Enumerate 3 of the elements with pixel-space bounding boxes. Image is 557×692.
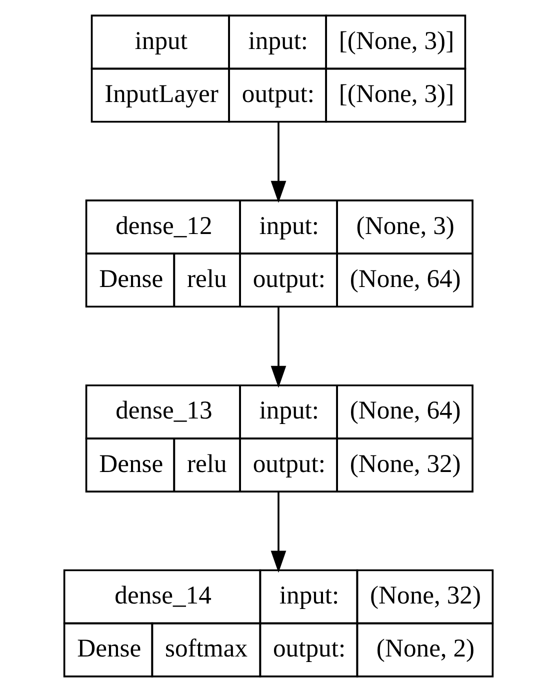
arrow [270, 492, 286, 573]
arrow [270, 306, 286, 388]
arrow [270, 122, 286, 203]
